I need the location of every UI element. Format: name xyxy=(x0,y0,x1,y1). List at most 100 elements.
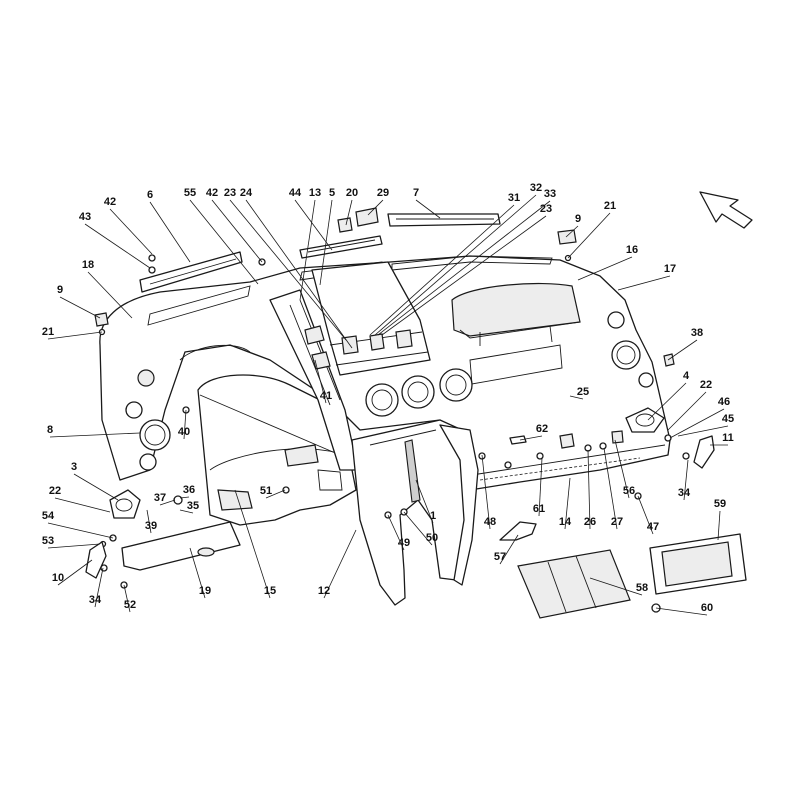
leader-line-c37 xyxy=(159,499,176,506)
callout-c12: 12 xyxy=(318,585,330,597)
callout-c21b: 21 xyxy=(604,200,616,212)
leader-line-c43 xyxy=(84,223,151,269)
leader-line-c19 xyxy=(189,547,206,599)
lower-knee-panel xyxy=(121,521,241,571)
small-clips-and-fasteners xyxy=(94,207,690,613)
center-console-lower-panel xyxy=(351,419,471,606)
leader-line-c42b xyxy=(211,199,263,263)
callout-c62: 62 xyxy=(536,423,548,435)
leader-line-c15 xyxy=(234,489,271,599)
leader-line-c8 xyxy=(49,432,141,438)
callout-c55: 55 xyxy=(184,187,196,199)
leader-line-c9a xyxy=(59,296,101,319)
leader-line-c46 xyxy=(669,408,725,439)
leader-line-c61 xyxy=(538,457,543,517)
callout-c31: 31 xyxy=(508,192,520,204)
leader-line-c59 xyxy=(717,510,721,541)
callout-c3: 3 xyxy=(71,461,77,473)
callout-c52: 52 xyxy=(124,599,136,611)
callout-c57: 57 xyxy=(494,551,506,563)
callout-c46: 46 xyxy=(718,396,730,408)
leader-line-c40 xyxy=(183,409,187,440)
callout-c41: 41 xyxy=(320,390,332,402)
leader-line-c13 xyxy=(299,199,316,301)
callout-c56: 56 xyxy=(623,485,635,497)
leader-line-c9b xyxy=(565,225,579,238)
leader-line-c1 xyxy=(415,479,434,524)
leader-line-c50 xyxy=(403,511,433,546)
leader-line-c36 xyxy=(179,496,190,499)
mounting-bracket-57 xyxy=(499,521,537,541)
callout-c11: 11 xyxy=(722,432,734,444)
leader-line-c29 xyxy=(367,199,384,216)
callout-c25: 25 xyxy=(577,386,589,398)
callout-c1: 1 xyxy=(430,510,436,522)
left-end-cap xyxy=(109,489,141,519)
instrument-cluster-hood xyxy=(197,374,357,526)
callout-c42a: 42 xyxy=(104,196,116,208)
callout-c29: 29 xyxy=(377,187,389,199)
callout-c47: 47 xyxy=(647,521,659,533)
callout-c15: 15 xyxy=(264,585,276,597)
callout-c23a: 23 xyxy=(224,187,236,199)
leader-line-c31 xyxy=(369,204,515,336)
display-frame xyxy=(649,533,747,595)
callout-c54: 54 xyxy=(42,510,55,522)
leader-line-c54 xyxy=(47,522,114,539)
callout-c53: 53 xyxy=(42,535,54,547)
callout-c27: 27 xyxy=(611,516,623,528)
leader-line-c39 xyxy=(146,509,152,534)
callout-c10: 10 xyxy=(52,572,64,584)
right-defroster-strip xyxy=(387,213,501,227)
right-side-trim-11 xyxy=(693,435,715,469)
leader-line-c33 xyxy=(377,200,551,336)
callout-c17: 17 xyxy=(664,263,676,275)
callout-c6: 6 xyxy=(147,189,153,201)
leader-line-c21a xyxy=(47,331,103,340)
leader-line-c23a xyxy=(229,199,347,341)
callout-c13: 13 xyxy=(309,187,321,199)
leader-line-c14 xyxy=(564,477,571,530)
leader-line-c52 xyxy=(123,584,131,613)
leader-line-c41 xyxy=(314,359,327,404)
leader-line-c57 xyxy=(499,534,519,565)
callout-c50: 50 xyxy=(426,532,438,544)
callout-c36: 36 xyxy=(183,484,195,496)
left-side-trim-10 xyxy=(85,541,107,579)
center-round-vents xyxy=(365,368,473,417)
glovebox-lid xyxy=(517,549,631,619)
leader-line-c16 xyxy=(577,256,633,281)
callout-c22a: 22 xyxy=(700,379,712,391)
leader-line-c35 xyxy=(179,509,194,514)
callout-c14: 14 xyxy=(559,516,572,528)
leader-line-c49 xyxy=(387,514,405,551)
callout-c8: 8 xyxy=(47,424,53,436)
leader-line-c32 xyxy=(374,194,537,336)
callout-c35: 35 xyxy=(187,500,199,512)
leader-line-c21b xyxy=(567,212,611,259)
leader-line-c45 xyxy=(677,425,729,437)
leader-line-c53 xyxy=(47,543,101,549)
leader-line-c42a xyxy=(109,208,153,255)
callout-c9a: 9 xyxy=(57,284,63,296)
direction-arrow-icon xyxy=(699,191,753,229)
callout-c43: 43 xyxy=(79,211,91,223)
callout-c34b: 34 xyxy=(89,594,102,606)
passenger-airbag-module xyxy=(451,282,581,346)
callout-c20: 20 xyxy=(346,187,358,199)
callout-c26: 26 xyxy=(584,516,596,528)
callout-c49: 49 xyxy=(398,537,410,549)
leader-line-c23b xyxy=(381,215,547,336)
leader-line-c17 xyxy=(617,275,671,291)
callout-c48: 48 xyxy=(484,516,496,528)
leader-line-c34b xyxy=(94,567,104,608)
center-defroster-strip xyxy=(299,235,383,259)
callout-leaders xyxy=(47,194,729,616)
leader-line-c3 xyxy=(73,473,119,501)
leader-line-c56 xyxy=(614,439,630,499)
leader-line-c60 xyxy=(655,607,708,616)
callout-c40: 40 xyxy=(178,426,190,438)
leader-line-c22b xyxy=(54,497,111,513)
